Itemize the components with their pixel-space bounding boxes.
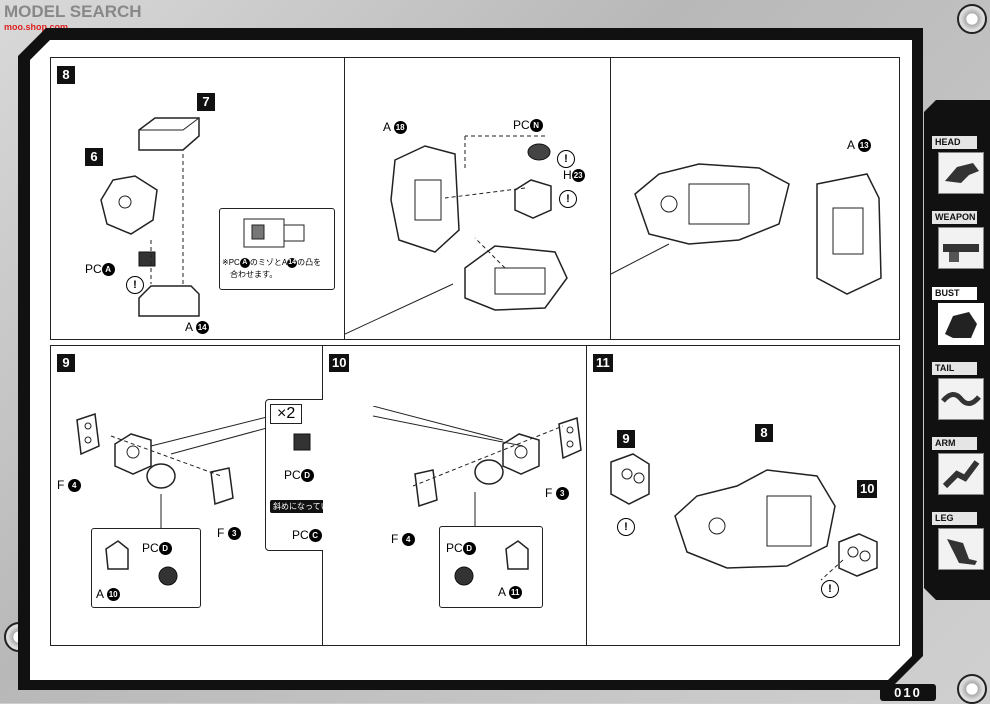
- alignment-detail-icon: [243, 218, 305, 248]
- sub-assembly-number: 9: [617, 430, 635, 448]
- arm-thumbnail-icon: [938, 453, 984, 495]
- a14-label: A 14: [185, 320, 209, 335]
- step-11-panel: 11 9 ! 8 10 !: [587, 345, 900, 646]
- part-number: 6: [85, 148, 103, 166]
- sidebar-item-tail[interactable]: TAIL: [932, 362, 988, 432]
- a13-label: A 13: [847, 138, 871, 153]
- f4-label: F 4: [57, 478, 81, 493]
- site-url: moo.shop.com: [4, 22, 69, 32]
- a11-label: A 11: [498, 585, 522, 600]
- joint-part-shape: [114, 433, 152, 475]
- sidebar-item-weapon[interactable]: WEAPON: [932, 211, 988, 281]
- part-7-shape: [138, 117, 200, 151]
- sidebar-item-label: BUST: [932, 287, 977, 300]
- site-logo: MODEL SEARCH: [4, 2, 142, 21]
- part-a14-shape: [138, 285, 200, 317]
- part-a13-shape: [816, 173, 882, 295]
- bolt-icon: [957, 674, 987, 704]
- sub-assembly-number: 10: [857, 480, 878, 498]
- f3-label: F 3: [217, 526, 241, 541]
- part-a11-shape: [505, 540, 529, 570]
- sidebar-item-label: LEG: [932, 512, 977, 525]
- step-8-panel-c: A 13: [611, 57, 900, 340]
- sidebar-item-label: WEAPON: [932, 211, 977, 224]
- part-number: 7: [197, 93, 215, 111]
- sidebar-item-label: ARM: [932, 437, 977, 450]
- bolt-icon: [957, 4, 987, 34]
- part-h23-shape: [514, 179, 552, 219]
- head-thumbnail-icon: [938, 152, 984, 194]
- f4-label: F 4: [391, 532, 415, 547]
- part-a10-shape: [105, 540, 129, 570]
- sub-assembly-number: 8: [755, 424, 773, 442]
- sidebar-item-label: TAIL: [932, 362, 977, 375]
- part-f4-shape: [76, 412, 100, 456]
- pc-n-part: [527, 143, 551, 161]
- f3-label: F 3: [545, 486, 569, 501]
- callout-line: [474, 492, 476, 528]
- pc-d-part: [158, 566, 178, 586]
- a18-label: A 18: [383, 120, 407, 135]
- part-a18-shape: [390, 145, 460, 253]
- part-f3-shape: [558, 416, 582, 460]
- assembly-guide-lines: [150, 154, 184, 284]
- step-number: 9: [57, 354, 75, 372]
- weapon-thumbnail-icon: [938, 227, 984, 269]
- assembly-guide-lines: [373, 406, 564, 487]
- joint-cap-shape: [474, 459, 504, 485]
- tail-thumbnail-icon: [938, 378, 984, 420]
- callout-line: [611, 243, 670, 275]
- pc-d-part: [293, 433, 311, 451]
- step-number: 8: [57, 66, 75, 84]
- assembly-guide-lines: [444, 135, 545, 269]
- quantity-multiplier: ×2: [270, 404, 303, 424]
- bust-assembly-shape: [634, 163, 790, 245]
- part-f3-shape: [210, 467, 234, 506]
- bust-assembly-shape: [674, 469, 836, 569]
- part-6-shape: [100, 175, 158, 235]
- joint-cap-shape: [146, 463, 176, 489]
- subassembly-9-shape: [610, 453, 650, 505]
- caution-icon: !: [557, 150, 575, 168]
- callout-line: [345, 283, 454, 335]
- pc-d-part: [454, 566, 474, 586]
- leg-thumbnail-icon: [938, 528, 984, 570]
- subassembly-10-shape: [838, 533, 878, 577]
- sidebar-item-head[interactable]: HEAD: [932, 136, 988, 206]
- sidebar-item-bust[interactable]: BUST: [932, 287, 988, 357]
- caution-icon: !: [821, 580, 839, 598]
- bust-thumbnail-icon: [938, 303, 984, 345]
- step-number: 10: [329, 354, 350, 372]
- page-number: 010: [880, 684, 936, 701]
- assembly-guide-lines: [820, 559, 844, 581]
- caution-icon: !: [559, 190, 577, 208]
- alignment-note-text-2: 合わせます。: [230, 270, 278, 279]
- sidebar-item-label: HEAD: [932, 136, 977, 149]
- part-f4-shape: [414, 469, 438, 508]
- caution-icon: !: [126, 276, 144, 294]
- step-number: 11: [593, 354, 613, 372]
- bust-subassembly-shape: [464, 245, 568, 311]
- callout-line: [160, 494, 162, 530]
- a10-label: A 10: [96, 587, 120, 602]
- caution-icon: !: [617, 518, 635, 536]
- sidebar-item-leg[interactable]: LEG: [932, 512, 988, 582]
- sidebar-item-arm[interactable]: ARM: [932, 437, 988, 507]
